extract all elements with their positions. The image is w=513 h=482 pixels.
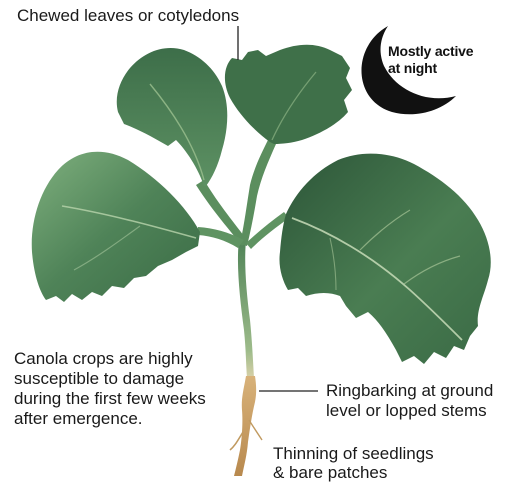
label-ringbarking: Ringbarking at ground level or lopped st…	[326, 381, 511, 421]
label-chewed-leaves: Chewed leaves or cotyledons	[17, 6, 239, 26]
label-active-at-night: Mostly active at night	[388, 43, 498, 77]
label-canola-susceptible: Canola crops are highly susceptible to d…	[14, 349, 244, 429]
top-right-leaf	[225, 45, 352, 144]
left-leaf	[32, 152, 200, 302]
right-leaf	[279, 154, 490, 364]
label-thinning-seedlings: Thinning of seedlings & bare patches	[273, 444, 508, 482]
